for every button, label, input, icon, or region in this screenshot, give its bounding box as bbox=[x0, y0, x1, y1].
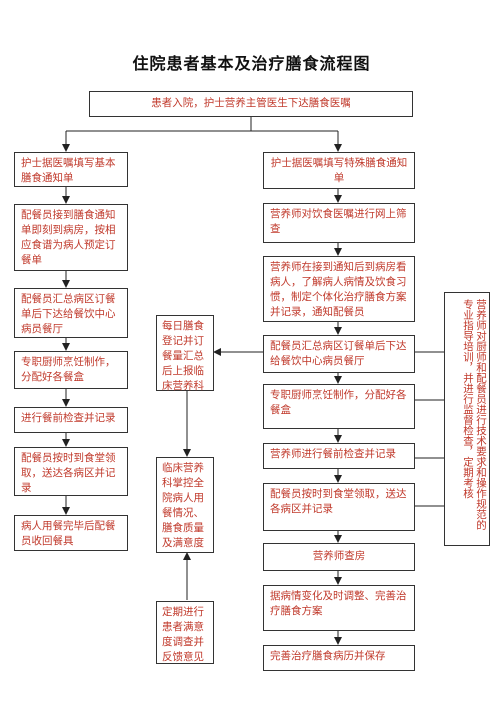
satisfaction-survey-box: 定期进行患者满意度调查并反馈意见 bbox=[156, 601, 214, 664]
ward-round-box: 营养师查房 bbox=[263, 543, 415, 571]
daily-registration-box: 每日膳食登记并订餐量汇总后上报临床营养科 bbox=[156, 315, 214, 392]
page-title: 住院患者基本及治疗膳食流程图 bbox=[132, 54, 371, 73]
special-diet-notice-box: 护士据医嘱填写特殊膳食通知单 bbox=[263, 152, 415, 189]
collect-tableware-box: 病人用餐完毕后配餐员收回餐具 bbox=[14, 515, 128, 551]
training-supervision-box: 营养师对厨师和配餐员进行技术要求和操作规范的专业指导培训，并进行监督检查，定期考… bbox=[444, 292, 490, 546]
individual-plan-box: 营养师在接到通知后到病房看病人，了解病人病情及饮食习惯，制定个体化治疗膳食方案并… bbox=[263, 256, 415, 322]
cooking-box: 专职厨师烹饪制作，分配好各餐盒 bbox=[14, 351, 128, 389]
summary-order-box: 配餐员汇总病区订餐单后下达给餐饮中心病员餐厅 bbox=[14, 288, 128, 338]
admission-box: 患者入院，护士营养主管医生下达膳食医嘱 bbox=[89, 91, 413, 117]
right-delivery-box: 配餐员按时到食堂领取，送达各病区并记录 bbox=[263, 483, 415, 531]
online-screening-box: 营养师对饮食医嘱进行网上筛查 bbox=[263, 203, 415, 243]
dietitian-precheck-box: 营养师进行餐前检查并记录 bbox=[263, 443, 415, 469]
order-diet-box: 配餐员接到膳食通知单即刻到病房，按相应食谱为病人预定订餐单 bbox=[14, 204, 128, 271]
nutrition-control-box: 临床营养科掌控全院病人用餐情况、膳食质量及满意度 bbox=[156, 457, 214, 553]
right-cooking-box: 专职厨师烹饪制作，分配好各餐盒 bbox=[263, 384, 415, 429]
save-record-box: 完善治疗膳食病历并保存 bbox=[263, 645, 415, 671]
adjust-plan-box: 据病情变化及时调整、完善治疗膳食方案 bbox=[263, 585, 415, 631]
delivery-box: 配餐员按时到食堂领取，送达各病区并记录 bbox=[14, 447, 128, 496]
precheck-box: 进行餐前检查并记录 bbox=[14, 407, 128, 433]
basic-diet-notice-box: 护士据医嘱填写基本膳食通知单 bbox=[14, 152, 128, 187]
right-summary-order-box: 配餐员汇总病区订餐单后下达给餐饮中心病员餐厅 bbox=[263, 335, 415, 373]
